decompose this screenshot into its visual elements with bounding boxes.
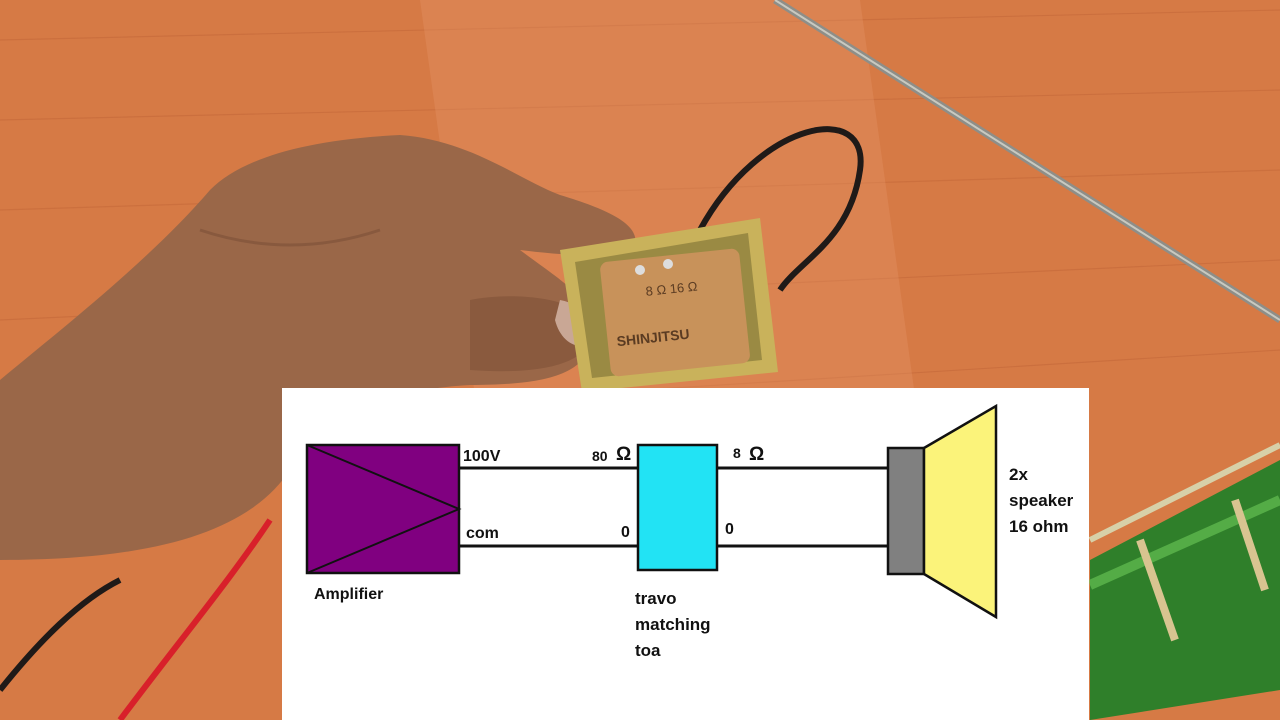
ohm-symbol-secondary: Ω	[749, 444, 765, 465]
speaker-cone	[922, 403, 998, 620]
amplifier-triangle-symbol	[306, 444, 462, 574]
amplifier-block	[305, 443, 462, 575]
transformer-secondary-8: 8	[733, 445, 741, 461]
bamboo-stick	[1087, 442, 1280, 720]
amplifier-tap-com: com	[466, 525, 499, 542]
transformer-tap-label: 8 Ω 16 Ω	[645, 279, 699, 299]
transformer-brand-label: SHINJITSU	[616, 326, 690, 350]
speaker-label: 2x speaker 16 ohm	[1009, 465, 1074, 536]
amplifier-label: Amplifier	[314, 586, 384, 603]
transformer-label: travo matching toa	[635, 589, 711, 660]
ohm-symbol-primary: Ω	[616, 444, 632, 465]
transformer-block	[636, 443, 719, 572]
transformer: 8 Ω 16 Ω SHINJITSU	[560, 218, 778, 392]
wiring-diagram-canvas	[305, 403, 998, 620]
speaker-magnet	[886, 446, 926, 576]
wiring-diagram: 100V com Amplifier 80 Ω 0 8 Ω 0 travo ma…	[282, 388, 1089, 720]
amplifier-tap-100v: 100V	[463, 448, 501, 465]
black-wire	[0, 126, 864, 692]
transformer-primary-80: 80	[592, 448, 608, 464]
transformer-primary-0: 0	[621, 524, 630, 541]
transformer-secondary-0: 0	[725, 521, 734, 538]
